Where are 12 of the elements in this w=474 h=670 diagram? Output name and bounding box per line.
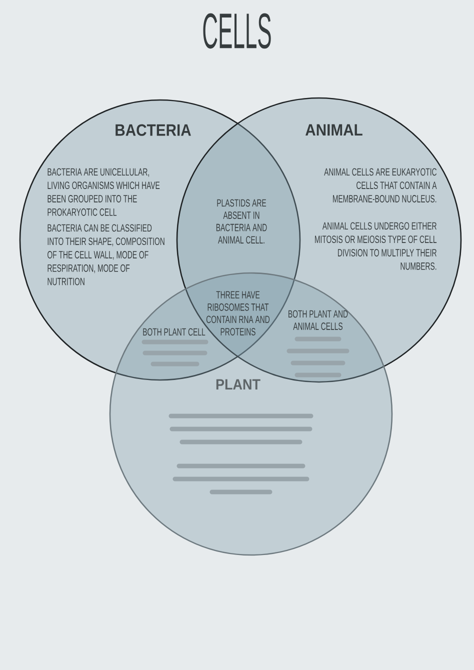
paragraph: ANIMAL CELLS ARE EUKARYOTIC CELLS THAT CONTAIN A MEMBRANE-BOUND NUCLEUS. [324, 168, 437, 202]
paragraph: ANIMAL CELLS UNDERGO EITHER MITOSIS OR MEIOSIS TYPE OF CELL DIVISION TO MULTIPLY THEIR NUMBERS. [315, 222, 437, 270]
circle-heading: ANIMAL [306, 124, 362, 136]
overlap-text: PLASTIDS ARE ABSENT IN BACTERIA AND ANIMAL CELL. [216, 199, 267, 244]
title: CELLS [203, 13, 271, 49]
paragraph: BACTERIA ARE UNICELLULAR, LIVING ORGANISMS WHICH HAVE BEEN GROUPED INTO THE PROKARYOTIC CELL [48, 168, 160, 216]
overlap-text: BOTH PLANT AND ANIMAL CELLS [288, 310, 348, 330]
overlap-text: BOTH PLANT CELL [143, 328, 206, 336]
overlap-text: THREE HAVE RIBOSOMES THAT CONTAIN RNA AND PROTEINS [206, 291, 270, 336]
circle-heading: BACTERIA [116, 124, 191, 136]
circle-heading: PLANT [216, 379, 260, 390]
paragraph: BACTERIA CAN BE CLASSIFIED INTO THEIR SHAPE, COMPOSITION OF THE CELL WALL, MODE OF RESPIRATION, MODE OF NUTRITION [48, 224, 164, 286]
